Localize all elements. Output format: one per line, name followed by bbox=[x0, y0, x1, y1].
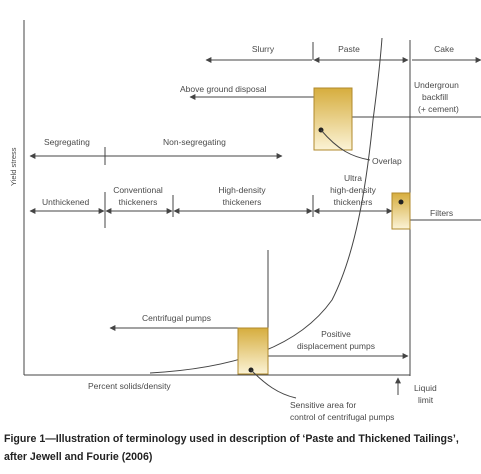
filters-dot bbox=[398, 199, 404, 205]
terminology-diagram: Yield stress Slurry Paste Cake Above gro… bbox=[9, 20, 481, 422]
pumps-overlap-box bbox=[237, 327, 269, 375]
ultra-line-3: thickeners bbox=[334, 197, 373, 207]
overlap-label: Overlap bbox=[372, 156, 402, 166]
paste-label: Paste bbox=[338, 44, 360, 54]
high-density-line-1: High-density bbox=[218, 185, 266, 195]
overlap-leader bbox=[320, 129, 371, 161]
caption-line-2: after Jewell and Fourie (2006) bbox=[4, 451, 153, 463]
liquid-limit-line-2: limit bbox=[418, 395, 434, 405]
liquid-limit-line-1: Liquid bbox=[414, 383, 437, 393]
ultra-line-2: high-density bbox=[330, 185, 377, 195]
unthickened-label: Unthickened bbox=[42, 197, 90, 207]
ultra-line-1: Ultra bbox=[344, 173, 362, 183]
underground-line-3: (+ cement) bbox=[418, 104, 459, 114]
high-density-line-2: thickeners bbox=[223, 197, 262, 207]
figure-caption: Figure 1—Illustration of terminology use… bbox=[4, 430, 478, 466]
disposal-overlap-box bbox=[313, 87, 353, 151]
sensitive-line-1: Sensitive area for bbox=[290, 400, 356, 410]
slurry-label: Slurry bbox=[252, 44, 275, 54]
conventional-line-1: Conventional bbox=[113, 185, 163, 195]
underground-line-1: Undergroun bbox=[414, 80, 459, 90]
underground-line-2: backfill bbox=[422, 92, 448, 102]
positive-line-1: Positive bbox=[321, 329, 351, 339]
centrifugal-label: Centrifugal pumps bbox=[142, 313, 211, 323]
caption-line-1: Figure 1—Illustration of terminology use… bbox=[4, 433, 459, 445]
x-axis-label: Percent solids/density bbox=[88, 381, 171, 391]
cake-label: Cake bbox=[434, 44, 454, 54]
sensitive-leader bbox=[250, 369, 297, 399]
segregating-label: Segregating bbox=[44, 137, 90, 147]
sensitive-line-2: control of centrifugal pumps bbox=[290, 412, 394, 422]
filters-label: Filters bbox=[430, 208, 453, 218]
conventional-line-2: thickeners bbox=[119, 197, 158, 207]
non-segregating-label: Non-segregating bbox=[163, 137, 226, 147]
above-ground-label: Above ground disposal bbox=[180, 84, 267, 94]
positive-line-2: displacement pumps bbox=[297, 341, 375, 351]
y-axis-label: Yield stress bbox=[9, 147, 18, 186]
filters-overlap-box bbox=[391, 192, 411, 230]
